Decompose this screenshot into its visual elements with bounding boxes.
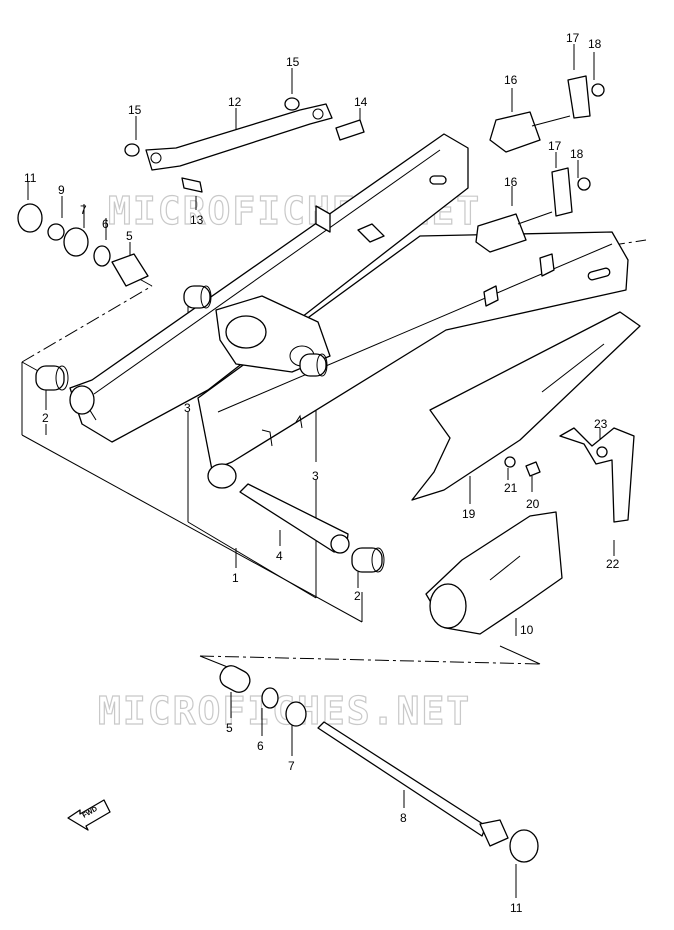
watermark-bottom: MICROFICHES.NET <box>98 689 471 733</box>
callout-3b: 3 <box>312 469 319 483</box>
callout-15b: 15 <box>286 55 300 69</box>
callout-22: 22 <box>606 557 620 571</box>
callout-1: 1 <box>232 571 239 585</box>
callout-15a: 15 <box>128 103 142 117</box>
callout-17b: 17 <box>548 139 562 153</box>
torque-link <box>124 97 365 193</box>
callout-7b: 7 <box>288 759 295 773</box>
callout-16b: 16 <box>504 175 518 189</box>
callout-8: 8 <box>400 811 407 825</box>
callout-11b: 11 <box>510 901 523 915</box>
callout-3a: 3 <box>184 401 191 415</box>
swingarm <box>69 133 629 489</box>
forward-direction-arrow-icon: FWD <box>67 799 111 831</box>
callout-18a: 18 <box>588 37 602 51</box>
chain-case <box>411 311 641 523</box>
chain-buffer <box>425 511 563 635</box>
callout-19: 19 <box>462 507 476 521</box>
callout-12: 12 <box>228 95 242 109</box>
callout-23: 23 <box>594 417 608 431</box>
callout-14: 14 <box>354 95 368 109</box>
callout-11a: 11 <box>24 171 37 185</box>
callout-10: 10 <box>520 623 534 637</box>
callout-7a: 7 <box>80 203 87 217</box>
callout-6b: 6 <box>257 739 264 753</box>
callout-6a: 6 <box>102 217 109 231</box>
callout-5b: 5 <box>226 721 233 735</box>
callout-5a: 5 <box>126 229 133 243</box>
callout-18b: 18 <box>570 147 584 161</box>
callout-21: 21 <box>504 481 518 495</box>
callout-2b: 2 <box>354 589 361 603</box>
rear-axle <box>219 665 539 863</box>
bearings <box>35 285 385 573</box>
callout-numbers: 1 2 2 3 3 4 5 5 6 6 7 7 8 9 10 11 11 12 … <box>24 31 620 915</box>
callout-13: 13 <box>190 213 204 227</box>
chain-adjusters <box>475 75 605 253</box>
callout-2a: 2 <box>42 411 49 425</box>
callout-4: 4 <box>276 549 283 563</box>
pivot-stack-top <box>17 203 149 287</box>
callout-20: 20 <box>526 497 540 511</box>
callout-16a: 16 <box>504 73 518 87</box>
callout-9: 9 <box>58 183 65 197</box>
callout-17a: 17 <box>566 31 580 45</box>
